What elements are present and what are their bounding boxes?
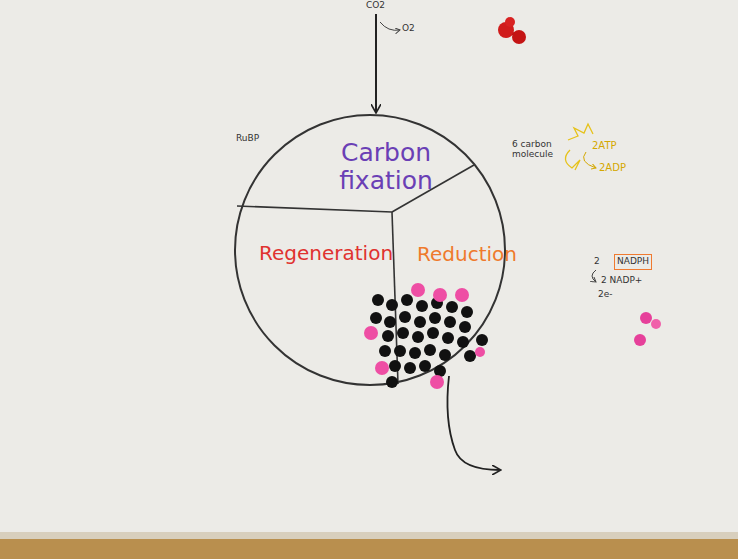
sugar-model bbox=[364, 283, 488, 389]
cycle-stage: Carbon fixation bbox=[331, 139, 441, 194]
oxygen-model bbox=[498, 17, 526, 44]
stage-text: Reduction bbox=[417, 243, 517, 265]
divider-line bbox=[392, 212, 398, 384]
output-arrow bbox=[447, 376, 500, 470]
table-edge bbox=[0, 538, 738, 559]
note-label: 2e- bbox=[598, 290, 613, 300]
release-arrow bbox=[380, 22, 400, 30]
cycle-stage: Reduction bbox=[417, 243, 517, 265]
carrier-box: NADPH bbox=[614, 254, 652, 270]
cycle-stage: Regeneration bbox=[259, 242, 393, 264]
note-label: 6 carbon molecule bbox=[512, 140, 568, 160]
atp-arrow bbox=[584, 152, 596, 168]
divider-line bbox=[237, 206, 392, 212]
input-arrow bbox=[375, 14, 377, 112]
note-label: CO2 bbox=[366, 1, 385, 11]
paper-edge bbox=[0, 532, 738, 539]
stage-text: Regeneration bbox=[259, 242, 393, 264]
hydrogen-model bbox=[634, 312, 661, 346]
nadph-arrow bbox=[592, 270, 596, 282]
note-label: 2 bbox=[594, 257, 600, 267]
note-label: RuBP bbox=[236, 134, 259, 144]
note-label: O2 bbox=[402, 24, 415, 34]
stage-text: Carbon fixation bbox=[331, 139, 441, 194]
energy-burst bbox=[568, 124, 593, 140]
note-label: 2ATP bbox=[592, 140, 617, 151]
energy-burst bbox=[565, 150, 580, 170]
note-label: 2 NADP+ bbox=[601, 276, 642, 286]
note-label: 2ADP bbox=[599, 162, 626, 173]
stage-text: NADPH bbox=[617, 257, 649, 267]
